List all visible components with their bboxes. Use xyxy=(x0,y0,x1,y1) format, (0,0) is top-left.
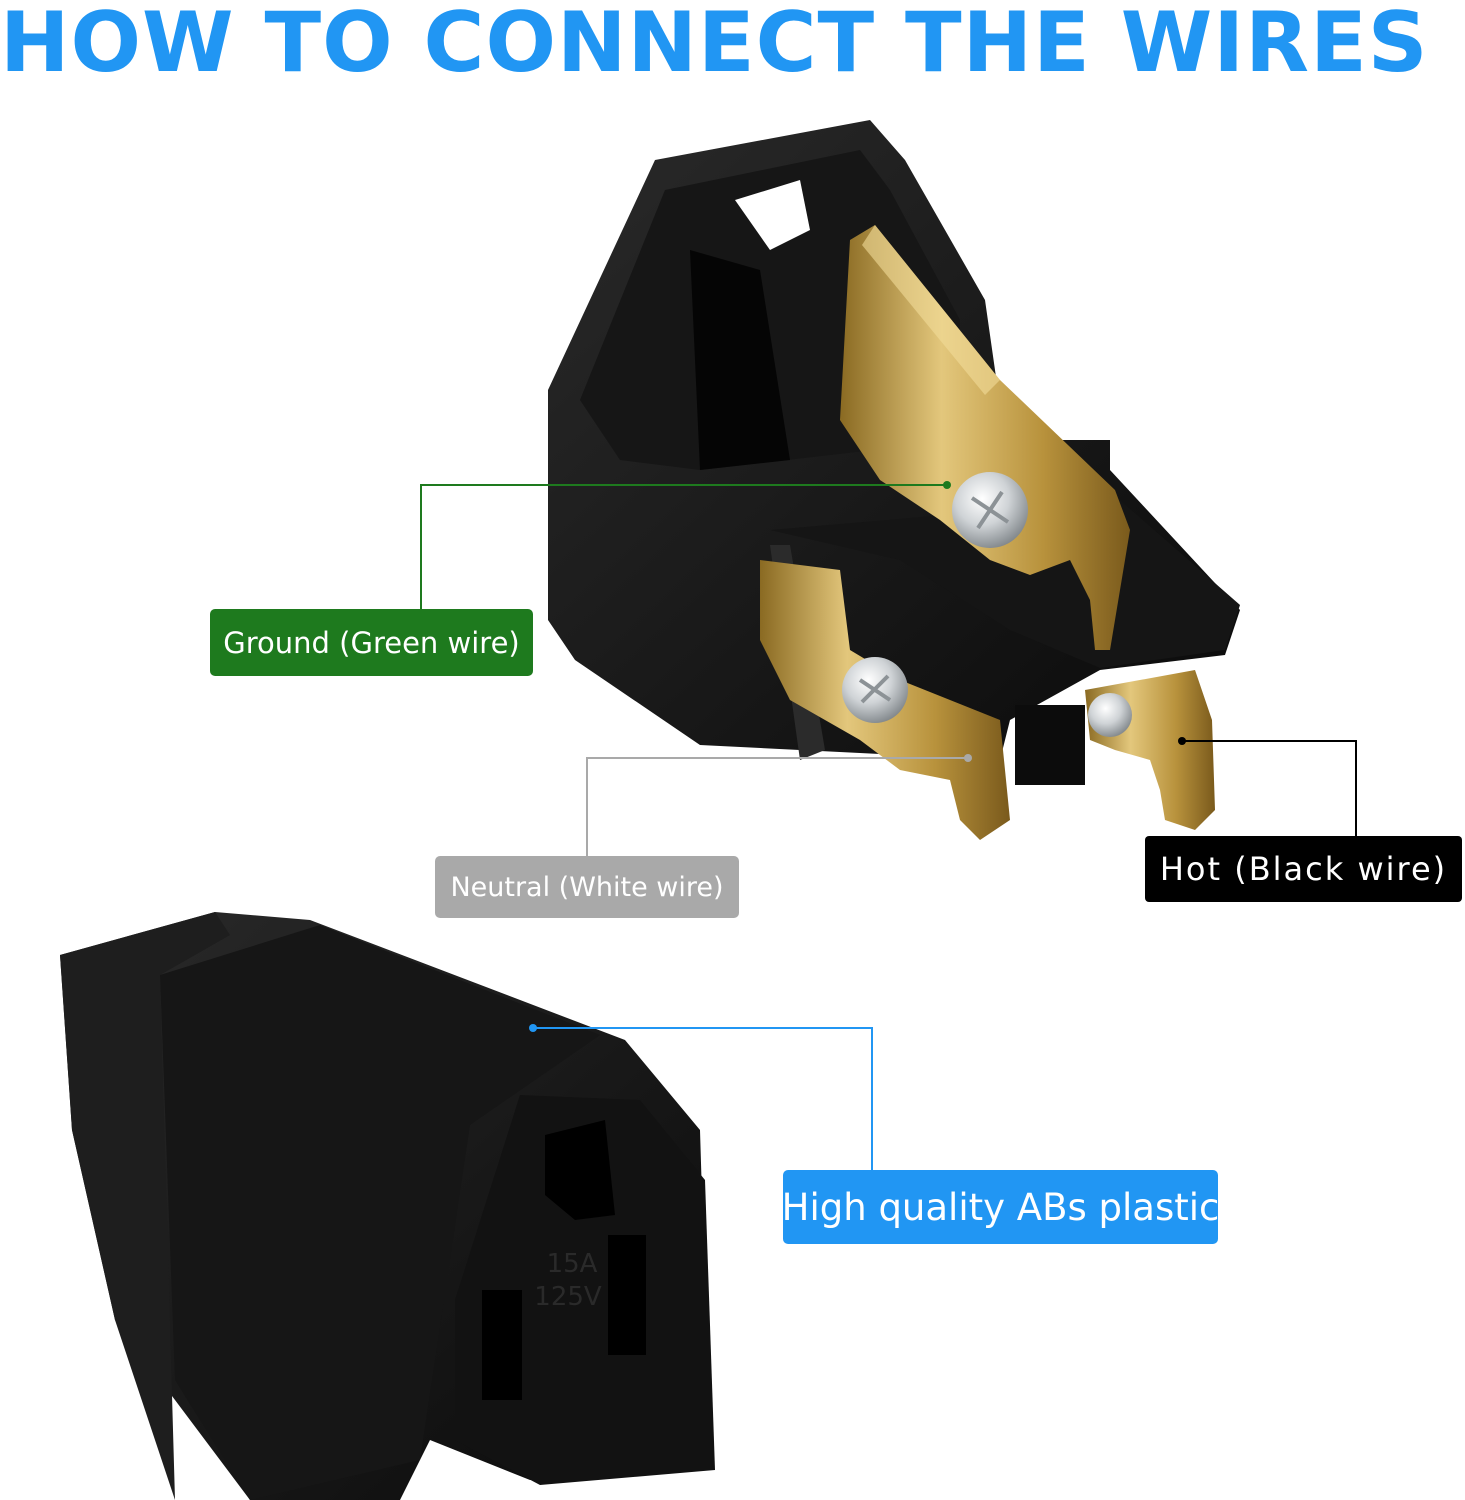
amperage-rating: 15A xyxy=(547,1249,598,1279)
ground-wire-label: Ground (Green wire) xyxy=(210,609,533,676)
neutral-socket xyxy=(482,1290,522,1400)
ground-socket xyxy=(545,1120,615,1220)
hot-socket xyxy=(608,1235,646,1355)
voltage-rating: 125V xyxy=(534,1282,602,1312)
callout-neutral-line xyxy=(586,754,972,856)
ground-terminal xyxy=(840,225,1130,650)
callout-hot-line xyxy=(1178,737,1357,836)
hot-wire-label: Hot (Black wire) xyxy=(1145,836,1462,902)
hot-screw xyxy=(1088,693,1132,737)
neutral-wire-label: Neutral (White wire) xyxy=(435,856,739,918)
plastic-material-label: High quality ABs plastic xyxy=(782,1170,1219,1244)
receptacle-body: 15A 125V xyxy=(60,912,715,1500)
ground-pin-hole xyxy=(735,180,810,250)
callout-plastic-line xyxy=(529,1024,873,1170)
connector-internals xyxy=(548,120,1240,840)
callout-ground-line xyxy=(420,481,951,609)
page-title: HOW TO CONNECT THE WIRES xyxy=(0,0,1429,91)
